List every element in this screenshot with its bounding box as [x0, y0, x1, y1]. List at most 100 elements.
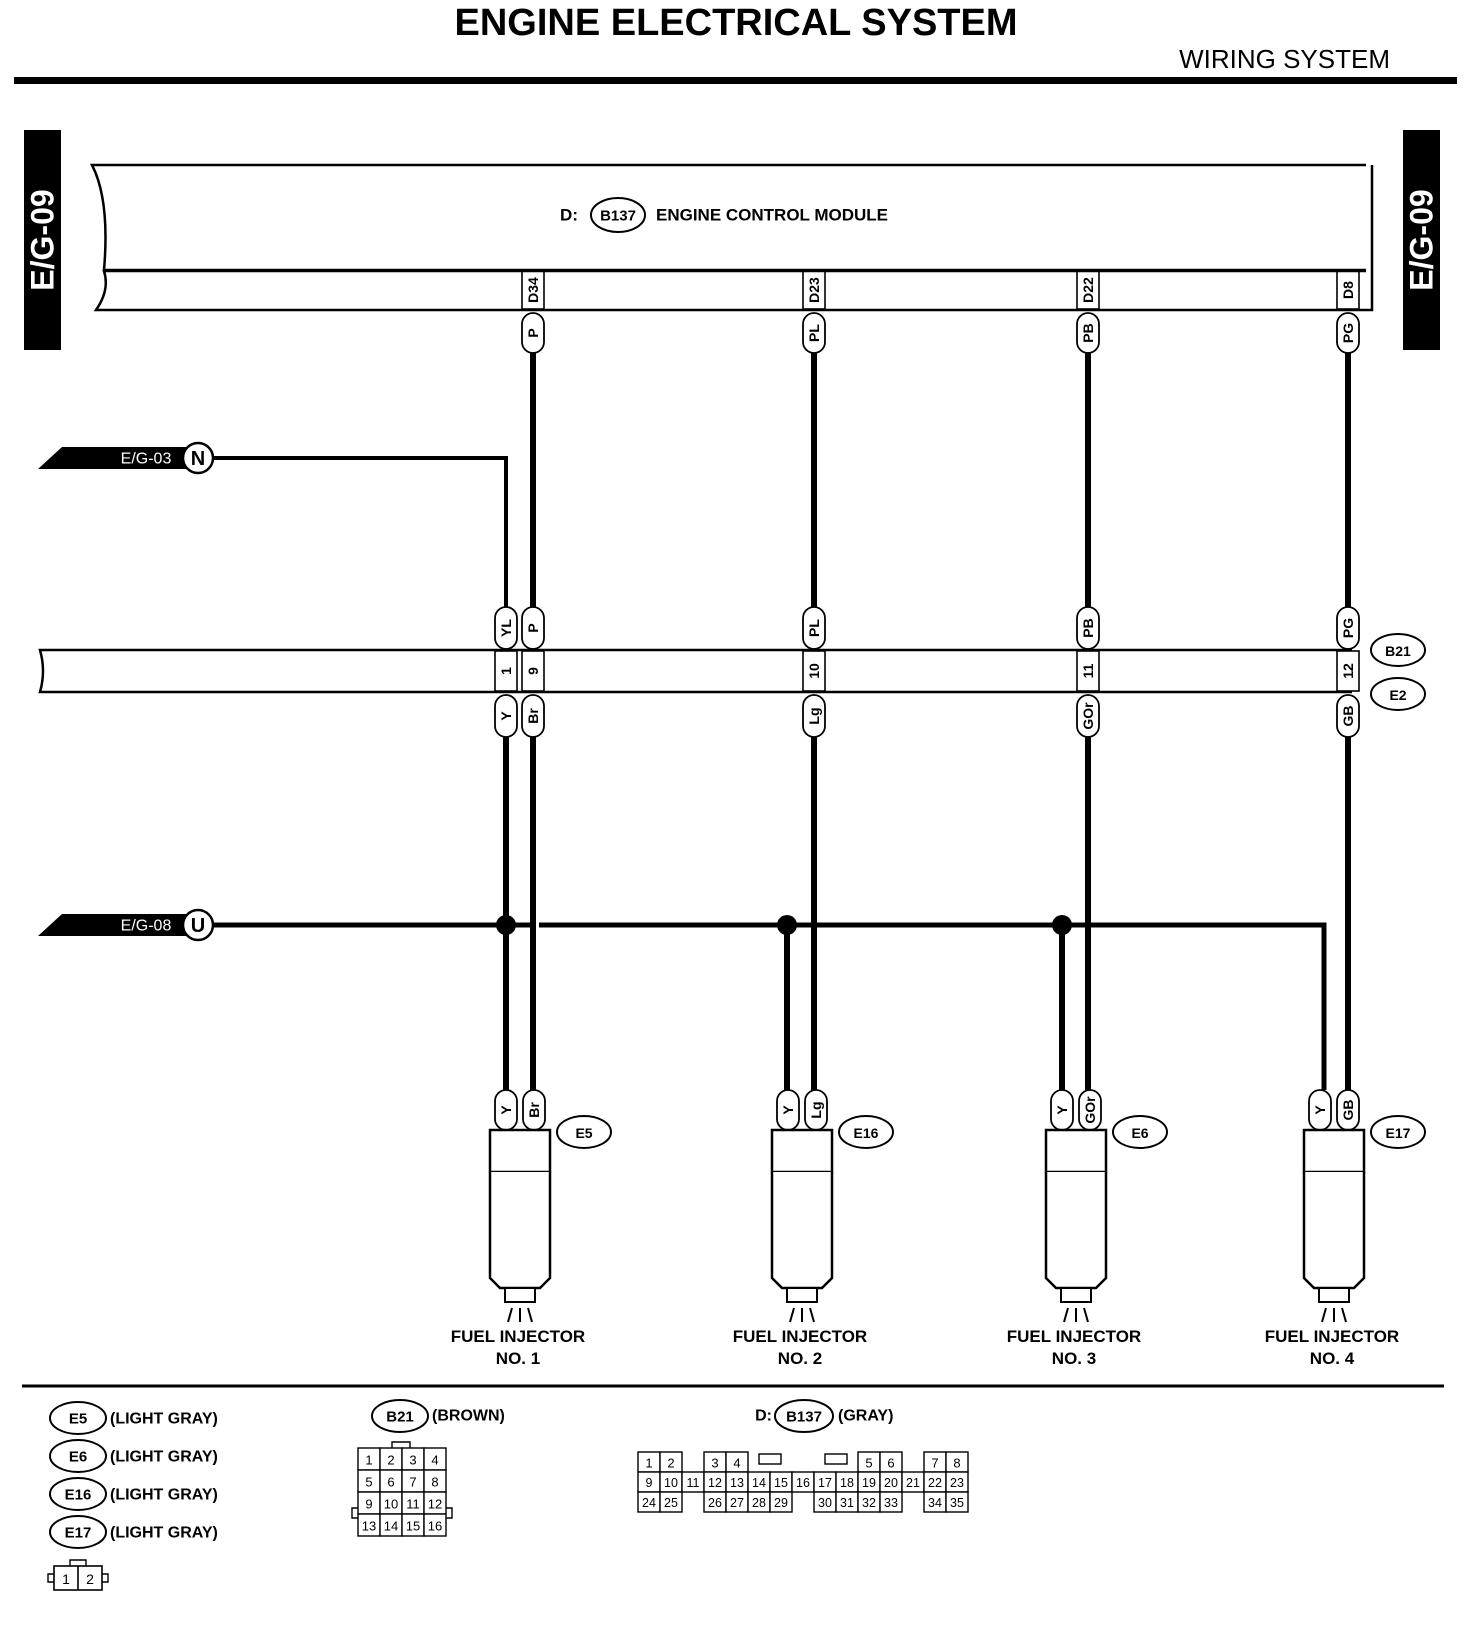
legend-b137-key-2	[824, 1453, 848, 1465]
legend-b137-name: B137	[786, 1409, 822, 1426]
legend-b137-pin-0-9: 5	[865, 1456, 872, 1471]
legend-b21-pin-2-3: 12	[428, 1497, 442, 1512]
ecm-wire-2: PB	[1080, 323, 1096, 342]
injector-2-body	[770, 1172, 834, 1290]
link-arrow-1	[38, 914, 188, 936]
harness-tag-e2: E2	[1389, 687, 1406, 703]
injector-2-label-line1: FUEL INJECTOR	[733, 1327, 867, 1346]
legend-connector-color-2: (LIGHT GRAY)	[110, 1487, 218, 1504]
page-title: ENGINE ELECTRICAL SYSTEM	[454, 2, 1018, 44]
legend-b137-cell-2-6	[769, 1491, 793, 1513]
ecm-connector-id: B137	[600, 208, 636, 225]
harness-upper-wire-2: PL	[806, 619, 822, 637]
harness-lower-wire-1: Br	[525, 708, 541, 724]
legend-b137-pin-2-10: 32	[862, 1496, 876, 1510]
legend-connector-name-2: E16	[65, 1487, 92, 1504]
legend-b137-pin-2-3: 26	[708, 1496, 722, 1510]
wire-link-n	[210, 456, 508, 610]
legend-b21-pin-1-0: 5	[365, 1475, 372, 1490]
legend-b21-pin-3-2: 15	[406, 1519, 420, 1534]
legend-b137-pin-1-10: 19	[862, 1476, 876, 1490]
injector-4-connector-id: E17	[1386, 1125, 1411, 1141]
legend-b137-pin-2-4: 27	[730, 1496, 744, 1510]
legend-b137-pin-0-12: 7	[931, 1456, 938, 1471]
legend-b137-pin-2-13: 34	[928, 1496, 942, 1510]
link-letter-1: U	[191, 915, 205, 937]
harness-upper-wire-3: PB	[1080, 618, 1096, 637]
harness-lower-wire-0-pill	[494, 694, 518, 738]
link-circle-1	[181, 908, 215, 942]
injector-3-wire-0: Y	[1054, 1105, 1070, 1115]
legend-b137-pin-2-0: 24	[642, 1496, 656, 1510]
legend-b21-pin-3-1: 14	[384, 1519, 398, 1534]
legend-b137-pin-0-1: 2	[667, 1456, 674, 1471]
injector-4-label-line2: NO. 4	[1310, 1349, 1355, 1368]
harness-lower-wire-2: Lg	[806, 707, 822, 724]
injector-3-body	[1044, 1172, 1108, 1290]
injector-3-spray	[1063, 1307, 1089, 1323]
wire-layer	[210, 350, 1351, 1090]
legend-b137-pin-1-7: 16	[796, 1476, 810, 1490]
legend-2pin-keys	[47, 1559, 109, 1583]
ecm-pin-0: D34	[525, 277, 541, 303]
junction-dot-2	[777, 915, 797, 935]
legend-b137-pin-2-14: 35	[950, 1496, 964, 1510]
injector-3-label-line1: FUEL INJECTOR	[1007, 1327, 1141, 1346]
legend-b137-pin-2-9: 31	[840, 1496, 854, 1510]
injector-1-spray	[507, 1307, 533, 1323]
legend-b137-color: (GRAY)	[838, 1408, 893, 1425]
harness-lower-wire-4-pill	[1336, 694, 1360, 738]
injector-1-connector-id-oval	[556, 1115, 612, 1149]
legend-b137-pin-0-3: 3	[711, 1456, 718, 1471]
legend-b21-pin-2-0: 9	[365, 1497, 372, 1512]
legend-connector-name-0: E5	[69, 1411, 87, 1428]
injector-1-label-line2: NO. 1	[496, 1349, 540, 1368]
injector-2-wire-1: Lg	[808, 1101, 824, 1118]
legend-b21-pin-2-1: 10	[384, 1497, 398, 1512]
legend-b137-pin-1-2: 11	[687, 1476, 700, 1490]
page-ref-tab-left	[24, 130, 61, 350]
legend-connector-oval-0	[49, 1401, 107, 1435]
harness-lower-wire-0: Y	[498, 711, 514, 721]
injector-2-connector-id: E16	[854, 1125, 879, 1141]
ecm-wire-0: P	[525, 328, 541, 337]
junction-dot-1	[496, 915, 516, 935]
harness-lower-wire-4: GB	[1340, 706, 1356, 727]
harness-pin-2: 10	[806, 663, 822, 679]
legend-b137-pin-2-8: 30	[818, 1496, 832, 1510]
injector-4-label-line1: FUEL INJECTOR	[1265, 1327, 1399, 1346]
injector-4-connector	[1302, 1128, 1366, 1174]
legend-connector-color-0: (LIGHT GRAY)	[110, 1411, 218, 1428]
legend-connector-name-1: E6	[69, 1449, 87, 1466]
harness-lower-wire-1-pill	[521, 694, 545, 738]
legend-b137-pin-0-0: 1	[645, 1456, 652, 1471]
harness-pin-0: 1	[498, 667, 514, 675]
harness-tag-b21: B21	[1385, 643, 1411, 659]
injector-1-body	[488, 1172, 552, 1290]
injector-4-wire-1: GB	[1340, 1100, 1356, 1121]
ecm-pin-2: D22	[1080, 277, 1096, 303]
legend-b137-cell-2-11	[879, 1491, 903, 1513]
link-circle-0	[181, 441, 215, 475]
legend-b21-side-keys	[351, 1507, 453, 1519]
injector-2-connector-id-oval	[838, 1115, 894, 1149]
ecm-pin-3: D8	[1340, 281, 1356, 299]
link-ref-0: E/G-03	[121, 451, 172, 468]
ecm-wire-0-pill	[521, 312, 545, 354]
legend-b137-pin-0-10: 6	[887, 1456, 894, 1471]
legend-b137-pin-1-12: 21	[906, 1476, 920, 1490]
harness-pin-3: 11	[1080, 663, 1096, 678]
harness-connector-body	[38, 648, 1352, 694]
tag-layer: D34PD23PLD22PBD8PGYL1YP9BrPL10LgPB11GOrP…	[494, 270, 1426, 1169]
harness-pin-1: 9	[525, 667, 541, 675]
legend-2pin-label-0: 1	[62, 1571, 70, 1587]
injector-3-label-line2: NO. 3	[1052, 1349, 1096, 1368]
injector-3-connector-id-oval	[1112, 1115, 1168, 1149]
injector-3-nozzle	[1060, 1287, 1092, 1303]
ecm-prefix: D:	[560, 206, 578, 225]
legend-2pin-label-1: 2	[86, 1571, 94, 1587]
legend-b137-pin-1-9: 18	[840, 1476, 854, 1490]
ecm-wire-2-pill	[1076, 312, 1100, 354]
